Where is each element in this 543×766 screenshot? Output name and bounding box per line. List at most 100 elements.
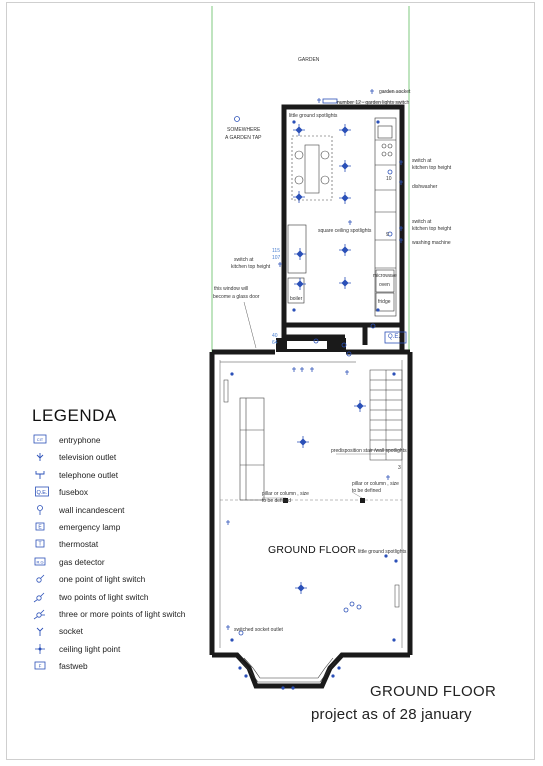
- socket-icon: [278, 262, 282, 267]
- emergency-lamp-icon: E: [35, 522, 45, 531]
- dim-10: 10: [386, 176, 392, 182]
- legend-label: television outlet: [59, 452, 117, 463]
- wall-incandescent-icon: [37, 504, 43, 515]
- switch-icon: [346, 351, 352, 357]
- socket-icon: [292, 367, 296, 372]
- switch-icon: [341, 342, 347, 348]
- ceiling-light-icon: [339, 124, 351, 136]
- switch-icon: [313, 338, 319, 344]
- dim-115: 115: [272, 248, 280, 254]
- garden-label: GARDEN: [298, 57, 320, 63]
- legend-label: one point of light switch: [59, 574, 146, 585]
- garden-socket-label: garden socket: [379, 89, 411, 95]
- window-line1-label: this window will: [214, 286, 249, 292]
- fridge-label: fridge: [378, 299, 391, 305]
- entryphone-glyph: CIT: [37, 437, 44, 442]
- ceiling-light-icon: [339, 160, 351, 172]
- little-ground-spotlights-bottom-label: little ground spotlights: [358, 549, 407, 555]
- pillar-left-line1: pillar or column , size: [262, 491, 309, 497]
- legend-item: telephone outlet: [33, 469, 218, 486]
- staircase: [369, 369, 403, 461]
- legend-item: television outlet: [33, 451, 218, 468]
- legend-label: two points of light switch: [59, 591, 149, 602]
- switch-left-label: switch at: [234, 257, 254, 263]
- microwave-label: microwave: [373, 273, 397, 279]
- switch-icon: [349, 601, 355, 607]
- switch-symbols: [234, 116, 393, 636]
- legend-label: socket: [59, 626, 83, 637]
- dining-table: [291, 135, 333, 201]
- radiators: [223, 379, 400, 608]
- legend-label: wall incandescent: [59, 504, 125, 515]
- socket-icon: [345, 370, 349, 375]
- socket-icon: [226, 625, 230, 630]
- socket-icon: [310, 367, 314, 372]
- corridor-void: [287, 341, 327, 349]
- sheet-subtitle: project as of 28 january: [311, 706, 472, 723]
- dim-9: 9: [386, 232, 389, 238]
- legend-item: CIT entryphone: [33, 434, 218, 451]
- switch-icon: [356, 604, 362, 610]
- multi-point-switch-icon: [33, 609, 45, 620]
- main-house-walls: [209, 349, 413, 689]
- legend-item: one point of light switch: [33, 573, 218, 590]
- ceiling-light-icon: [294, 278, 306, 290]
- legend-label: ceiling light point: [59, 643, 121, 654]
- socket-icon: [386, 475, 390, 480]
- pillar-right-line2: to be defined: [352, 488, 381, 494]
- ceiling-light-icon: [294, 248, 306, 260]
- legend-label: entryphone: [59, 435, 101, 445]
- socket-icon: [399, 160, 403, 165]
- legend-label: three or more points of light switch: [59, 608, 186, 619]
- washing-machine-label: washing machine: [412, 240, 451, 246]
- sheet-title: GROUND FLOOR: [370, 683, 497, 700]
- ceiling-light-icon: [35, 643, 45, 654]
- socket-icon: [399, 226, 403, 231]
- two-point-switch-icon: [33, 592, 45, 602]
- switch-icon: [387, 169, 393, 175]
- small-spotlights: [230, 120, 398, 642]
- switch-icon: [238, 630, 244, 636]
- switched-socket-label: switched socket outlet: [234, 627, 283, 633]
- kitchen-fittings: [287, 117, 397, 317]
- fusebox-glyph: Q.E.: [36, 490, 47, 496]
- legend-label: fastweb: [59, 661, 88, 672]
- socket-icon: [399, 180, 403, 185]
- window-line2-label: become a glass door: [213, 294, 260, 300]
- plan-ground-floor-label: GROUND FLOOR: [268, 544, 357, 556]
- garden-tap-label: A GARDEN TAP: [225, 135, 262, 141]
- legend: CIT entryphone television outlet telepho…: [33, 434, 218, 677]
- socket-icon: [300, 367, 304, 372]
- legend-item: ceiling light point: [33, 643, 218, 660]
- fusebox-box: [384, 331, 407, 344]
- socket-icon: [36, 627, 44, 637]
- dishwasher-label: dishwasher: [412, 184, 438, 190]
- emergency-glyph: E: [38, 525, 42, 531]
- ceiling-light-points: [293, 124, 366, 594]
- rear-extension-walls: [281, 104, 405, 328]
- ceiling-light-icon: [295, 582, 307, 594]
- fusebox-icon: Q.E.: [35, 486, 49, 497]
- dim-107: 107: [272, 255, 281, 261]
- socket-icon: [370, 89, 374, 94]
- legend-item: R.G gas detector: [33, 556, 218, 573]
- legend-item: E emergency lamp: [33, 521, 218, 538]
- switch-left-b-label: kitchen top height: [231, 264, 271, 270]
- ceiling-light-icon: [297, 436, 309, 448]
- legend-label: telephone outlet: [59, 469, 119, 480]
- switch-kitchen-2b-label: kitchen top height: [412, 226, 452, 232]
- ceiling-light-icon: [339, 277, 351, 289]
- glass-door-marker: [243, 301, 257, 349]
- bay-window: [240, 657, 337, 683]
- fastweb-icon: F: [34, 661, 46, 670]
- legend-item: socket: [33, 625, 218, 642]
- boiler-label: boiler: [290, 296, 303, 302]
- oven-label: oven: [379, 282, 390, 288]
- one-point-switch-icon: [36, 574, 45, 583]
- ceiling-light-icon: [293, 191, 305, 203]
- bay-window-lights: [238, 666, 341, 690]
- thermostat-glyph: T: [38, 542, 41, 548]
- switch-kitchen-2-label: switch at: [412, 219, 432, 225]
- ceiling-light-icon: [293, 124, 305, 136]
